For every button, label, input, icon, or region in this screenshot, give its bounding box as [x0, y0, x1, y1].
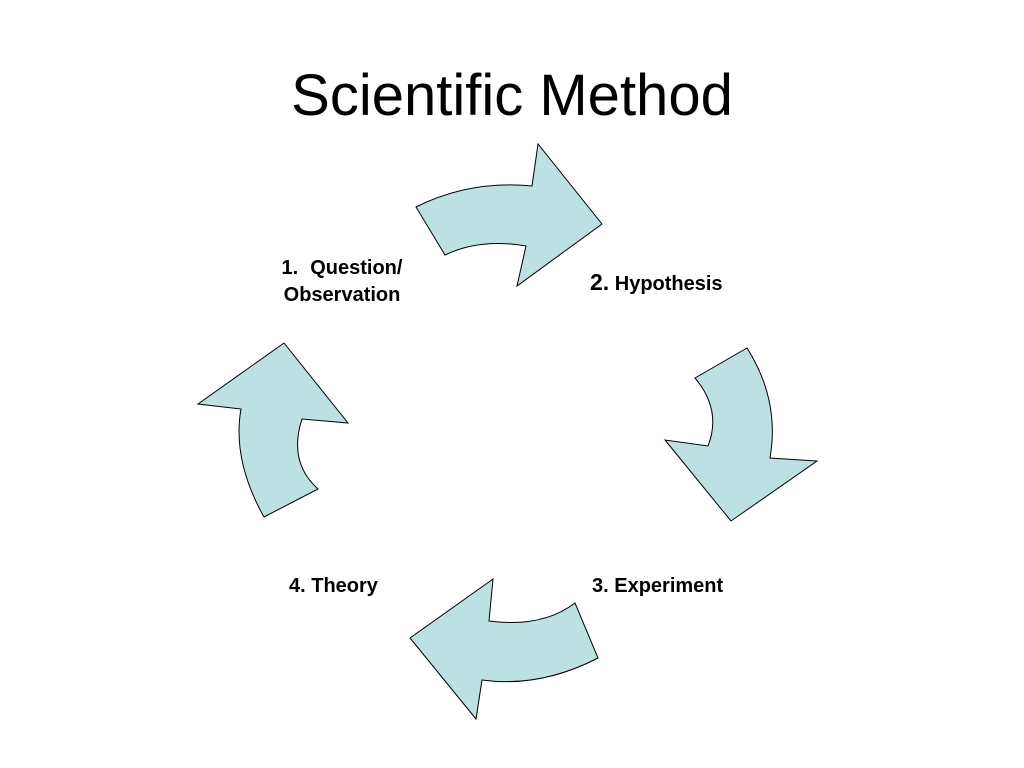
arrow-hypothesis-to-experiment — [663, 347, 819, 522]
step-hypothesis-number: 2. — [590, 269, 610, 295]
step-theory: 4. Theory — [289, 575, 378, 597]
arrow-theory-to-question — [196, 342, 350, 518]
slide-title: Scientific Method — [291, 63, 733, 128]
arrow-question-to-hypothesis — [415, 142, 603, 288]
arrow-experiment-to-theory — [409, 577, 599, 721]
step-question-line1: 1. Question/ — [262, 255, 422, 282]
step-observation-text: Observation — [283, 284, 401, 306]
step-hypothesis: 2. Hypothesis — [590, 269, 723, 298]
step-question-observation: 1. Question/ Observation — [262, 255, 422, 309]
step-experiment: 3. Experiment — [592, 575, 724, 597]
step-question-text: Question/ — [310, 257, 403, 279]
step-hypothesis-text: Hypothesis — [614, 273, 723, 295]
step-question-number: 1. — [281, 257, 299, 279]
